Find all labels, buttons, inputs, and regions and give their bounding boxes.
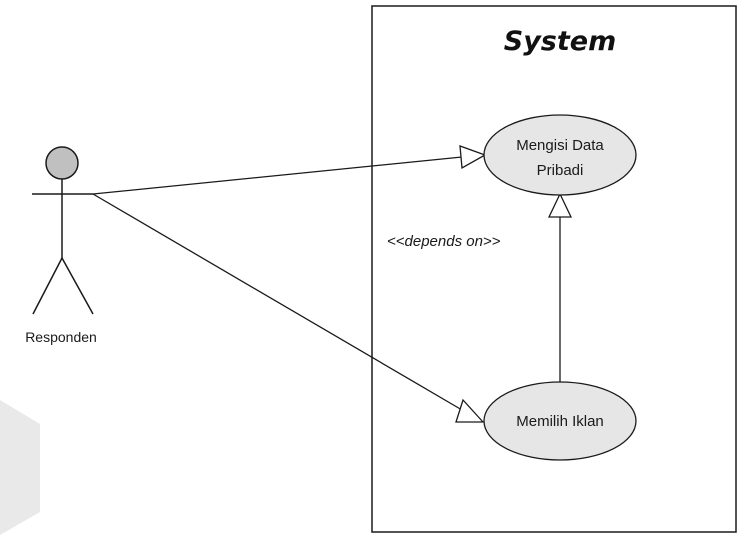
actor-responden [32, 146, 94, 315]
system-title: System [504, 26, 616, 57]
system-boundary [371, 5, 737, 533]
background-watermark-shape [0, 400, 40, 535]
use-case-mengisi-data-pribadi [483, 114, 637, 196]
use-case-memilih-iklan [483, 381, 637, 461]
association-line-mengisi-data [92, 156, 463, 195]
use-case-memilih-iklan-label: Memilih Iklan [516, 413, 604, 430]
actor-label: Responden [25, 329, 97, 345]
actor-left-leg [32, 257, 63, 315]
use-case-mengisi-data-pribadi-line2: Pribadi [537, 162, 584, 179]
actor-right-leg [61, 257, 94, 315]
dependency-label: <<depends on>> [387, 233, 501, 250]
association-arrowhead-memilih-iklan [455, 398, 485, 423]
dependency-arrowhead [547, 192, 573, 218]
association-line-memilih-iklan [92, 193, 463, 411]
actor-head [45, 146, 79, 180]
use-case-mengisi-data-pribadi-line1: Mengisi Data [516, 137, 604, 154]
association-arrowhead-mengisi-data [459, 145, 487, 170]
